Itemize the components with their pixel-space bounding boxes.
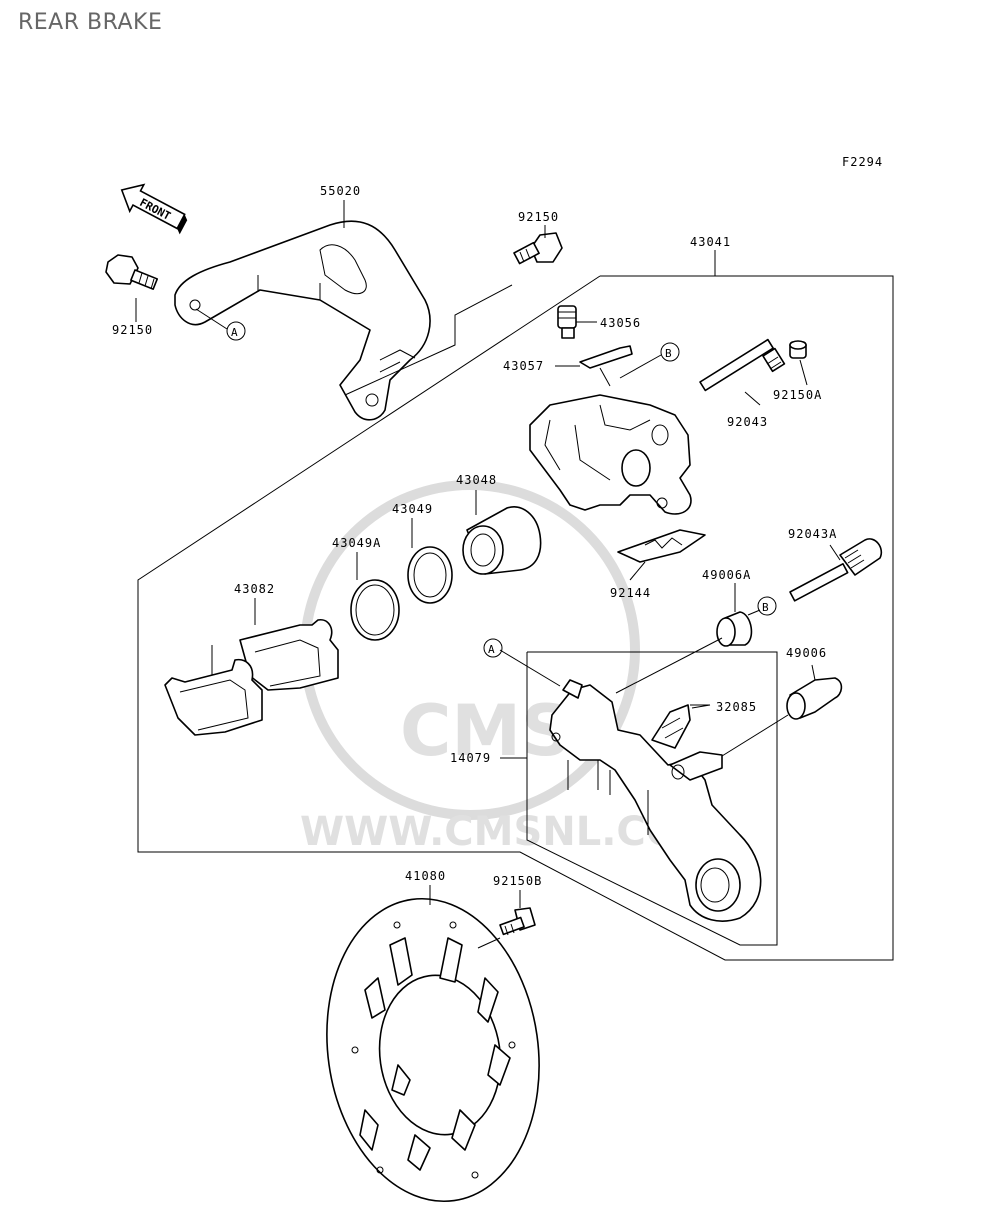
bolt-92150-top xyxy=(513,232,563,265)
label-43041: 43041 xyxy=(690,235,731,249)
bleeder-valve-43056 xyxy=(557,305,596,339)
label-92150B: 92150B xyxy=(493,874,542,888)
label-43048: 43048 xyxy=(456,473,497,487)
label-32085: 32085 xyxy=(716,700,757,714)
label-55020: 55020 xyxy=(320,184,361,198)
label-43049A: 43049A xyxy=(332,536,381,550)
brake-disc-41080 xyxy=(326,897,540,1203)
label-92043A: 92043A xyxy=(788,527,837,541)
part-labels: 55020 92150 92150 43041 43056 43057 9215… xyxy=(112,184,837,888)
label-43049: 43049 xyxy=(392,502,433,516)
caliper-guard-55020 xyxy=(174,220,431,421)
figure-code: F2294 xyxy=(842,155,883,169)
marker-b-label: B xyxy=(665,347,672,360)
front-arrow-icon: FRONT xyxy=(120,183,188,235)
caliper-holder-14079 xyxy=(549,679,762,922)
label-92150A: 92150A xyxy=(773,388,822,402)
reference-marker-b-top: B xyxy=(619,342,680,379)
marker-a-label: A xyxy=(488,643,495,656)
bleeder-cap-43057 xyxy=(555,345,633,387)
brake-pads-43082 xyxy=(164,618,339,736)
label-14079: 14079 xyxy=(450,751,491,765)
label-43056: 43056 xyxy=(600,316,641,330)
reference-marker-b-bottom: B xyxy=(757,596,777,616)
bolt-92150B xyxy=(499,907,536,936)
label-41080: 41080 xyxy=(405,869,446,883)
boot-49006 xyxy=(786,677,843,720)
caliper-body-43041 xyxy=(529,394,692,515)
label-43082: 43082 xyxy=(234,582,275,596)
label-49006: 49006 xyxy=(786,646,827,660)
label-43057: 43057 xyxy=(503,359,544,373)
page-title: REAR BRAKE xyxy=(18,10,163,35)
reference-marker-a-top: A xyxy=(195,308,246,341)
label-92043: 92043 xyxy=(727,415,768,429)
plug-92150A xyxy=(789,340,807,359)
label-92150-left: 92150 xyxy=(112,323,153,337)
reference-marker-a-bottom: A xyxy=(483,638,503,658)
pin-92043A xyxy=(789,538,883,602)
pad-spring-92144 xyxy=(617,529,706,563)
label-49006A: 49006A xyxy=(702,568,751,582)
seal-43049 xyxy=(407,546,453,604)
boot-49006A xyxy=(716,611,753,647)
assembly-outline-43041 xyxy=(137,275,894,961)
pin-92043 xyxy=(699,338,786,392)
marker-a-label: A xyxy=(231,326,238,339)
label-92144: 92144 xyxy=(610,586,651,600)
bolt-92150-left xyxy=(105,254,159,290)
piston-43048 xyxy=(462,506,542,575)
pad-plate-32085 xyxy=(651,704,710,749)
seal-43049A xyxy=(350,579,400,641)
watermark-logo: CMS xyxy=(400,690,571,772)
marker-b-label: B xyxy=(762,601,769,614)
label-92150-top: 92150 xyxy=(518,210,559,224)
assembly-outline-14079 xyxy=(526,651,778,946)
